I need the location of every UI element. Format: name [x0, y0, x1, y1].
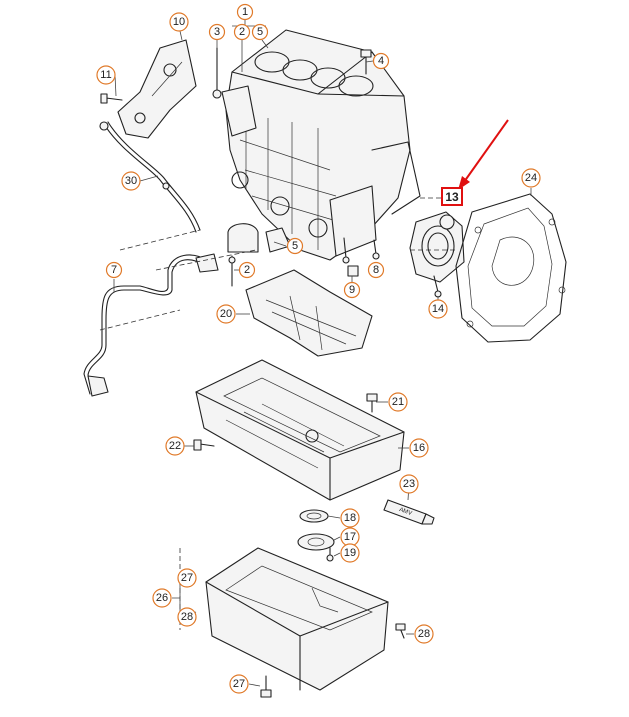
engine-block	[221, 29, 421, 261]
svg-text:10: 10	[173, 16, 185, 28]
svg-text:8: 8	[373, 264, 379, 276]
callout-4[interactable]: 4	[372, 52, 390, 70]
svg-text:19: 19	[344, 547, 356, 559]
callout-1[interactable]: 1	[236, 3, 254, 21]
alignment-lines	[99, 197, 456, 630]
svg-text:28: 28	[418, 628, 430, 640]
callout-16[interactable]: 16	[409, 438, 429, 458]
svg-text:18: 18	[344, 512, 356, 524]
callout-26[interactable]: 26	[152, 588, 172, 608]
svg-text:17: 17	[344, 531, 356, 543]
svg-text:7: 7	[111, 264, 117, 276]
callout-9[interactable]: 9	[343, 281, 361, 299]
drain-seals	[297, 509, 335, 562]
svg-text:24: 24	[525, 172, 537, 184]
highlight-label: 13	[445, 190, 459, 204]
svg-text:1: 1	[242, 6, 248, 18]
svg-text:30: 30	[125, 175, 137, 187]
seal-flange	[409, 211, 465, 298]
callout-5b[interactable]: 5	[286, 237, 304, 255]
callout-14[interactable]: 14	[428, 299, 448, 319]
svg-text:14: 14	[432, 303, 444, 315]
callout-30[interactable]: 30	[121, 171, 141, 191]
callout-22[interactable]: 22	[165, 436, 185, 456]
callout-10[interactable]: 10	[169, 12, 189, 32]
svg-text:27: 27	[233, 678, 245, 690]
callout-28[interactable]: 28	[177, 607, 197, 627]
callout-3[interactable]: 3	[208, 23, 226, 41]
svg-text:22: 22	[169, 440, 181, 452]
callout-20[interactable]: 20	[216, 304, 236, 324]
svg-text:4: 4	[378, 55, 384, 67]
bearing-parts	[227, 223, 380, 287]
callout-17[interactable]: 17	[340, 527, 360, 547]
callout-23[interactable]: 23	[399, 474, 419, 494]
callout-27[interactable]: 27	[177, 568, 197, 588]
svg-text:16: 16	[413, 442, 425, 454]
callout-19[interactable]: 19	[340, 543, 360, 563]
svg-text:9: 9	[349, 284, 355, 296]
pan-bolts	[193, 393, 378, 451]
bolts-top	[100, 47, 372, 104]
callout-5[interactable]: 5	[251, 23, 269, 41]
callout-8[interactable]: 8	[367, 261, 385, 279]
svg-text:23: 23	[403, 478, 415, 490]
breather-hose	[83, 253, 219, 397]
callout-24[interactable]: 24	[521, 168, 541, 188]
svg-text:21: 21	[392, 396, 404, 408]
highlighted-part-13[interactable]: 13	[441, 187, 463, 206]
highlight-arrow	[458, 119, 509, 190]
svg-text:27: 27	[181, 572, 193, 584]
lower-oil-pan	[205, 547, 406, 698]
callout-2b[interactable]: 2	[238, 261, 256, 279]
svg-text:11: 11	[100, 69, 111, 81]
callout-2[interactable]: 2	[233, 23, 251, 41]
rear-gasket	[455, 193, 567, 343]
callouts: 1 2 3 4 5 10 11 30 24 5 2 8 9 14 7 20 21…	[96, 3, 541, 694]
callout-7[interactable]: 7	[105, 261, 123, 279]
svg-text:28: 28	[181, 611, 193, 623]
svg-text:2: 2	[239, 26, 245, 38]
oil-baffle	[245, 269, 373, 357]
svg-text:2: 2	[244, 264, 250, 276]
upper-oil-pan	[195, 359, 405, 501]
svg-text:5: 5	[257, 26, 263, 38]
callout-27b[interactable]: 27	[229, 674, 249, 694]
svg-text:3: 3	[214, 26, 220, 38]
sealant-tube: AMV	[383, 499, 435, 525]
svg-text:5: 5	[292, 240, 298, 252]
svg-text:26: 26	[156, 592, 168, 604]
callout-21[interactable]: 21	[388, 392, 408, 412]
callout-18[interactable]: 18	[340, 508, 360, 528]
svg-text:20: 20	[220, 308, 232, 320]
callout-11[interactable]: 11	[96, 65, 116, 85]
oil-pipe	[99, 121, 201, 233]
engine-bracket	[117, 39, 197, 139]
callout-28b[interactable]: 28	[414, 624, 434, 644]
tube-label: AMV	[398, 507, 412, 517]
